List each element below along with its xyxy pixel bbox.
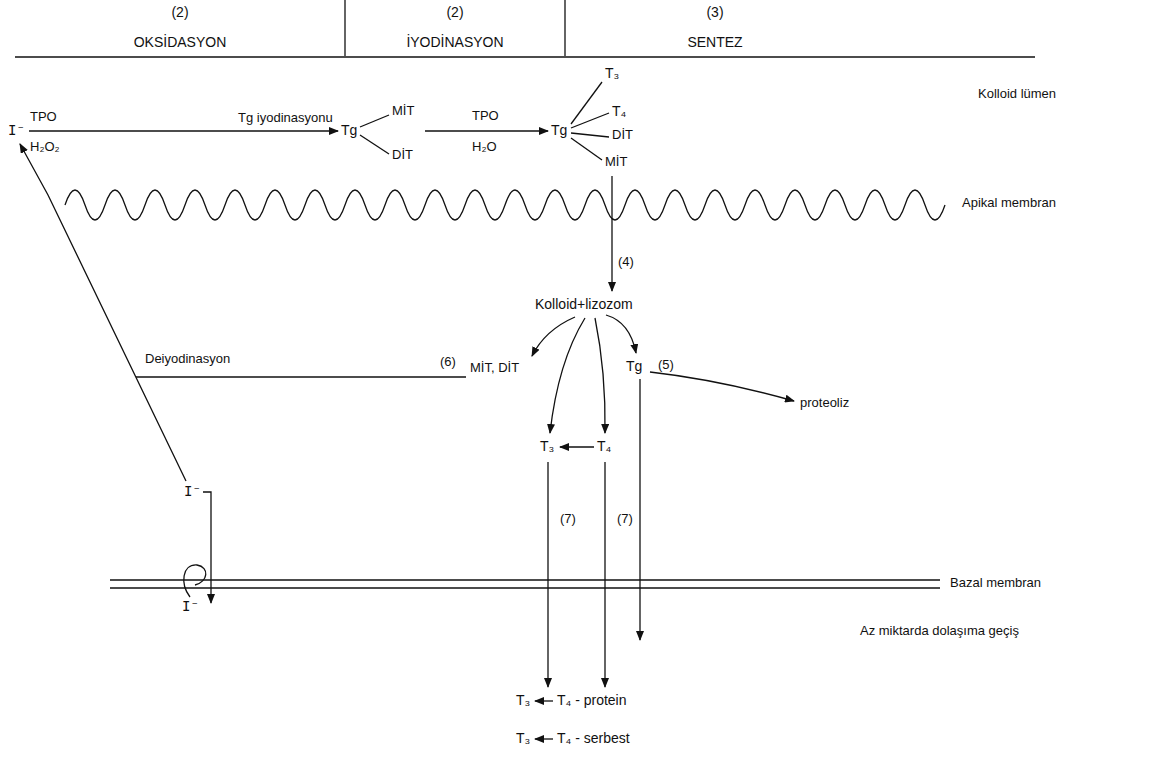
ion-label: I⁻ [8,122,25,138]
step-number: (2) [446,4,463,20]
hormone-label: T₄ [597,438,611,454]
region-label: Bazal membran [950,576,1041,591]
apical-membrane [65,190,945,220]
enzyme-label: TPO [30,110,57,125]
flow-arrow [550,318,585,433]
hormone-label: T₄ - serbest [557,730,630,746]
molecule-label: H₂O [472,140,497,155]
header-rule [15,56,1035,57]
hormone-label: T₄ - protein [557,692,627,708]
flow-arrow [560,446,594,447]
ion-label: I⁻ [184,483,201,499]
basal-membrane [110,579,940,580]
step-number: (2) [171,4,188,20]
hormone-label: T₃ [605,65,619,81]
flow-arrow [535,738,553,739]
flow-arrow [595,318,605,433]
line-work [15,0,1035,739]
recycle-arrow [20,144,186,481]
stage-heading: OKSİDASYON [134,34,227,50]
enzyme-label: TPO [472,109,499,124]
molecule-label: DİT [612,128,633,143]
basal-membrane [110,587,940,588]
step-number: (3) [706,4,723,20]
transporter-symbol [184,565,206,597]
branch-line [360,135,389,154]
flow-arrow [606,315,636,353]
hormone-label: T₃ [516,692,530,708]
step-number: (7) [560,512,576,527]
flow-arrow [650,372,794,401]
flow-arrow [535,700,553,701]
header-divider [344,0,345,56]
flow-arrow [29,130,338,131]
process-label: proteoliz [800,396,849,411]
molecule-label: Tg [551,122,567,138]
hormone-label: T₃ [540,438,554,454]
step-number: (7) [617,512,633,527]
flow-arrow [547,462,548,687]
flow-arrow [639,379,640,640]
hormone-label: T₃ [516,730,530,746]
region-label: Kolloid lümen [978,87,1056,102]
branch-line [360,115,389,127]
molecule-label: MİT [392,104,414,119]
molecule-label: H₂O₂ [30,140,60,155]
step-number: (4) [618,255,634,270]
molecule-label: MİT, DİT [470,361,519,376]
flow-arrow [611,176,612,291]
compartment-label: Kolloid+lizozom [535,296,633,312]
step-number: (6) [440,355,456,370]
process-label: Deiyodinasyon [145,352,230,367]
branch-line [571,133,609,137]
stage-heading: SENTEZ [687,34,742,50]
molecule-label: MİT [605,155,627,170]
deiodination-line [136,376,466,377]
process-label: Tg iyodinasyonu [238,111,333,126]
molecule-label: DİT [392,148,413,163]
hormone-label: T₄ [612,103,626,119]
molecule-label: Tg [626,358,642,374]
ion-label: I⁻ [182,598,199,614]
flow-arrow [425,130,548,131]
molecule-label: Tg [341,122,357,138]
note-label: Az miktarda dolaşıma geçiş [860,624,1019,639]
region-label: Apikal membran [962,196,1056,211]
flow-arrow [604,462,605,687]
stage-heading: İYODİNASYON [406,34,503,50]
header-divider [564,0,565,56]
step-number: (5) [658,358,674,373]
flow-arrow [203,492,211,603]
branch-line [571,138,602,160]
branch-line [571,113,609,128]
